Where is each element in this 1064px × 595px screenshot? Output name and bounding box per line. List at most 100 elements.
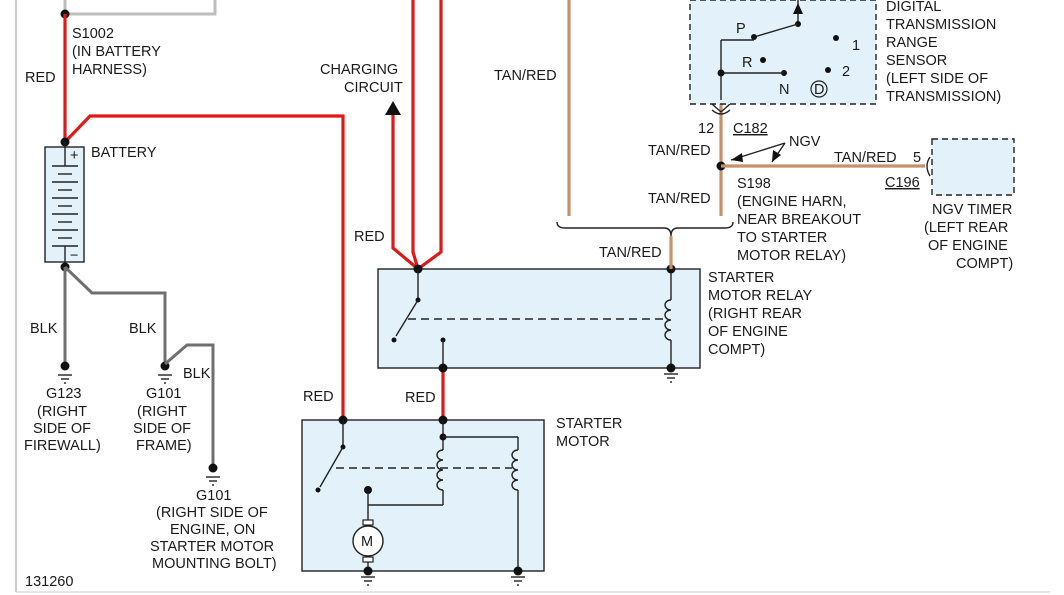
charging-circuit-label-2: CIRCUIT [344, 80, 403, 96]
ngv-arrows-icon [730, 142, 786, 163]
harness-bracket [556, 221, 734, 237]
motor-label-1: STARTER [556, 416, 622, 432]
red-wire-label-relay-in: RED [354, 229, 385, 245]
blk-wire-label-g123: BLK [30, 321, 58, 337]
g123-ground-symbol [58, 361, 72, 384]
motor-armature-ground-dot [363, 566, 373, 576]
red-wire-relay-feed-1 [411, 0, 420, 270]
range-sensor-switch [717, 0, 839, 100]
blk-wire-g101-frame [63, 265, 167, 364]
range-position-d: D [814, 82, 824, 98]
g123-location-3: FIREWALL) [24, 438, 101, 454]
s1002-location-2: HARNESS) [72, 62, 147, 78]
motor-symbol-label: M [361, 534, 373, 550]
ngv-timer-label-1: NGV TIMER [932, 202, 1012, 218]
sensor-label-2: TRANSMISSION [886, 17, 996, 33]
relay-ground-icon [664, 373, 678, 383]
s198-location-3: TO STARTER [737, 230, 827, 246]
g101-frame-location-3: FRAME) [136, 438, 192, 454]
blk-wire-g101-engine [164, 343, 215, 466]
c196-label: C196 [885, 175, 920, 191]
tan-red-label-timer: TAN/RED [834, 150, 897, 166]
red-wire-label-battery: RED [25, 70, 56, 86]
g123-location-2: SIDE OF [33, 421, 91, 437]
relay-label-3: (RIGHT REAR [708, 306, 802, 322]
sensor-label-4: SENSOR [886, 53, 947, 69]
ngv-timer-label-4: COMPT) [956, 256, 1013, 272]
tan-red-label-s198-down: TAN/RED [648, 191, 711, 207]
motor-hold-in-coil [511, 437, 519, 571]
motor-label-2: MOTOR [556, 434, 610, 450]
battery-symbol: + − [44, 142, 85, 264]
c196-connector-icon [926, 156, 931, 177]
c182-label: C182 [733, 121, 768, 137]
charging-circuit-label-1: CHARGING [320, 62, 398, 78]
tan-red-label-relay: TAN/RED [599, 245, 662, 261]
c196-pin: 5 [913, 150, 921, 166]
blk-wire-label-g101-engine: BLK [183, 366, 211, 382]
range-position-2: 2 [842, 64, 850, 80]
motor-solenoid-switch [315, 420, 444, 520]
battery-harness-wire [63, 0, 217, 16]
relay-label-1: STARTER [708, 270, 774, 286]
relay-switch-contact [391, 269, 446, 368]
red-wire-label-motor-feed: RED [303, 389, 334, 405]
g123-location-1: (RIGHT [37, 404, 87, 420]
ngv-timer-box [931, 138, 1015, 196]
g123-label: G123 [46, 386, 81, 402]
battery-label: BATTERY [91, 145, 157, 161]
sensor-label-5: (LEFT SIDE OF [886, 71, 988, 87]
blk-wire-label-g101-frame: BLK [129, 321, 157, 337]
tan-red-label-top: TAN/RED [494, 68, 557, 84]
relay-coil [664, 269, 672, 368]
starter-motor-box [301, 419, 545, 572]
g101-frame-ground-symbol [158, 361, 172, 384]
range-position-p: P [736, 21, 746, 37]
range-position-n: N [779, 82, 789, 98]
sensor-label-3: RANGE [886, 35, 938, 51]
s1002-location-1: (IN BATTERY [72, 44, 161, 60]
s198-label: S198 [737, 176, 771, 192]
relay-label-4: OF ENGINE [708, 324, 788, 340]
red-wire-label-relay-motor: RED [405, 390, 436, 406]
s198-location-4: MOTOR RELAY) [737, 248, 846, 264]
red-wire-charging-circuit [391, 115, 420, 271]
s1002-label: S1002 [72, 26, 114, 42]
g101-engine-location-2: ENGINE, ON [170, 522, 255, 538]
g101-frame-location-1: (RIGHT [137, 404, 187, 420]
g101-engine-location-4: MOUNTING BOLT) [152, 556, 277, 572]
relay-output-dot [438, 363, 448, 373]
range-position-r: R [742, 55, 752, 71]
sensor-label-1: DIGITAL [886, 0, 941, 15]
relay-label-5: COMPT) [708, 342, 765, 358]
sensor-label-6: TRANSMISSION) [886, 89, 1001, 105]
c182-connector-icon [711, 103, 731, 115]
g101-engine-label: G101 [196, 488, 231, 504]
ngv-timer-label-3: OF ENGINE [928, 238, 1008, 254]
motor-coil-ground-dot [513, 566, 523, 576]
motor-ground-icon [361, 576, 525, 586]
ngv-label: NGV [789, 134, 821, 150]
c182-pin: 12 [698, 121, 714, 137]
battery-plus-sign: + [70, 148, 78, 164]
g101-engine-location-3: STARTER MOTOR [150, 539, 274, 555]
red-wire-battery-starter [63, 114, 345, 420]
battery-minus-sign: − [70, 248, 78, 264]
ngv-timer-label-2: (LEFT REAR [924, 220, 1008, 236]
range-position-d-circle [810, 80, 828, 98]
relay-coil-ground-dot [666, 363, 676, 373]
g101-frame-location-2: SIDE OF [133, 421, 191, 437]
s198-location-1: (ENGINE HARN, [737, 194, 847, 210]
tan-red-label-c182: TAN/RED [648, 143, 711, 159]
range-position-1: 1 [852, 38, 860, 54]
g101-engine-location-1: (RIGHT SIDE OF [156, 505, 268, 521]
relay-label-2: MOTOR RELAY [708, 288, 813, 304]
charging-circuit-arrow-icon [385, 101, 401, 115]
g101-engine-ground-symbol [206, 463, 220, 486]
motor-pull-in-coil [436, 420, 518, 491]
s198-location-2: NEAR BREAKOUT [737, 212, 861, 228]
red-wire-relay-feed-2 [417, 0, 443, 271]
figure-number: 131260 [25, 574, 73, 590]
g101-frame-label: G101 [146, 386, 181, 402]
